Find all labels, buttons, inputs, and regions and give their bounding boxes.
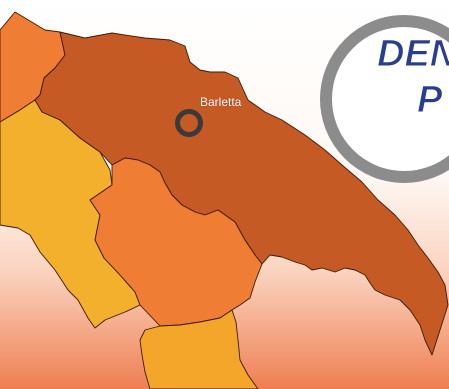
logo-text-line1: DEN [377,33,449,75]
region-basilicata[interactable] [89,157,263,327]
region-calabria[interactable] [139,309,259,389]
logo-badge: DEN P [320,15,449,183]
logo-text-line2: P [417,79,443,121]
marker-ring [175,109,203,137]
location-ring-icon[interactable] [175,109,203,137]
logo-ring [320,15,449,183]
city-label-barletta: Barletta [200,95,242,109]
